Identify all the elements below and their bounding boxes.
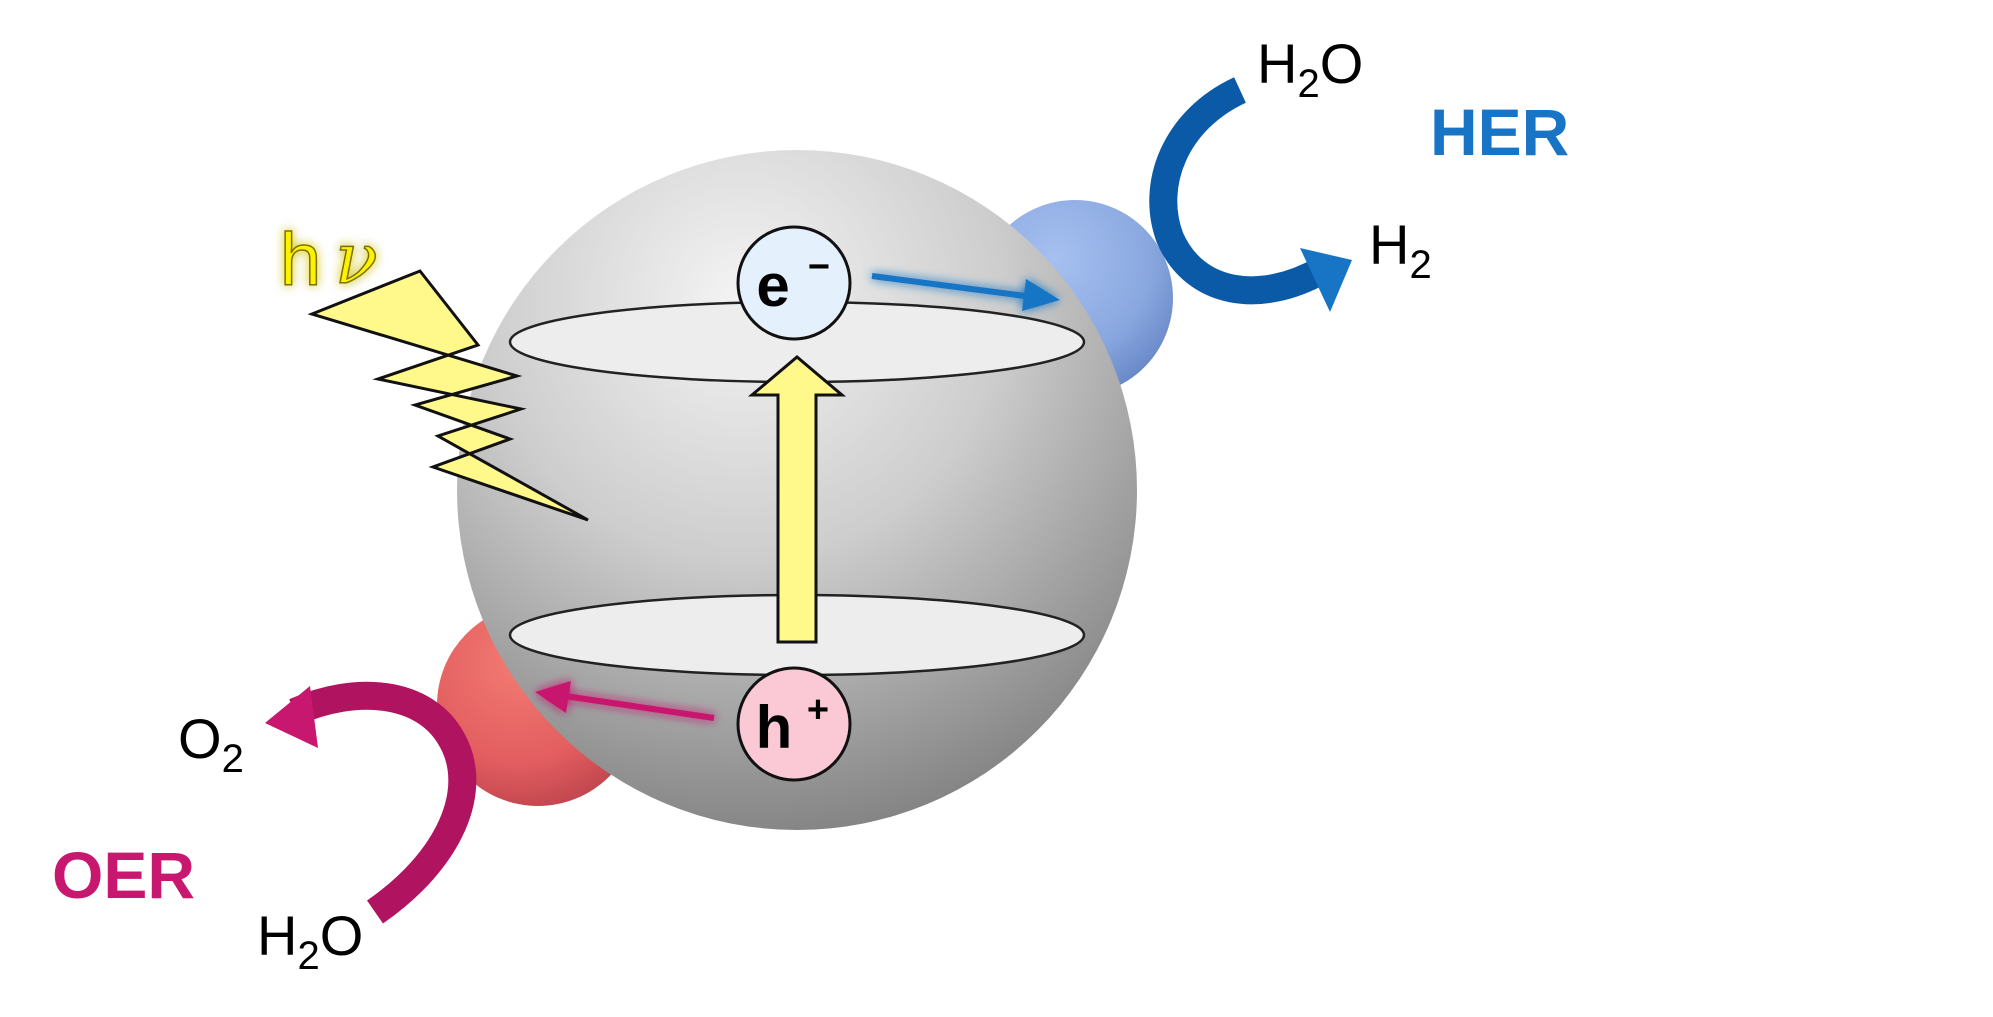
- her-reaction-arrow: [1149, 77, 1352, 312]
- photon-nu: ν: [335, 218, 378, 300]
- hole-transfer-arrow: [535, 681, 715, 721]
- photon-h: h: [280, 218, 321, 301]
- electron-charge: −: [808, 246, 830, 288]
- oer-label: OER: [52, 838, 195, 912]
- oer-reaction-arrow: [265, 681, 477, 924]
- lightning-bolt-icon: [307, 269, 589, 522]
- hole-badge: h +: [736, 666, 852, 782]
- oer-product-oxygen: O2: [178, 707, 244, 781]
- electron-transfer-arrow: [871, 273, 1060, 311]
- her-product-hydrogen: H2: [1369, 213, 1432, 287]
- excitation-arrow: [747, 355, 847, 644]
- oer-reactant-water: H2O: [257, 904, 363, 978]
- her-label: HER: [1430, 95, 1569, 169]
- photon-label: h ν: [279, 217, 378, 302]
- her-reactant-water: H2O: [1257, 32, 1363, 106]
- electron-symbol: e: [756, 252, 789, 319]
- electron-badge: e −: [736, 225, 852, 341]
- hole-charge: +: [807, 689, 829, 731]
- hole-symbol: h: [756, 694, 793, 761]
